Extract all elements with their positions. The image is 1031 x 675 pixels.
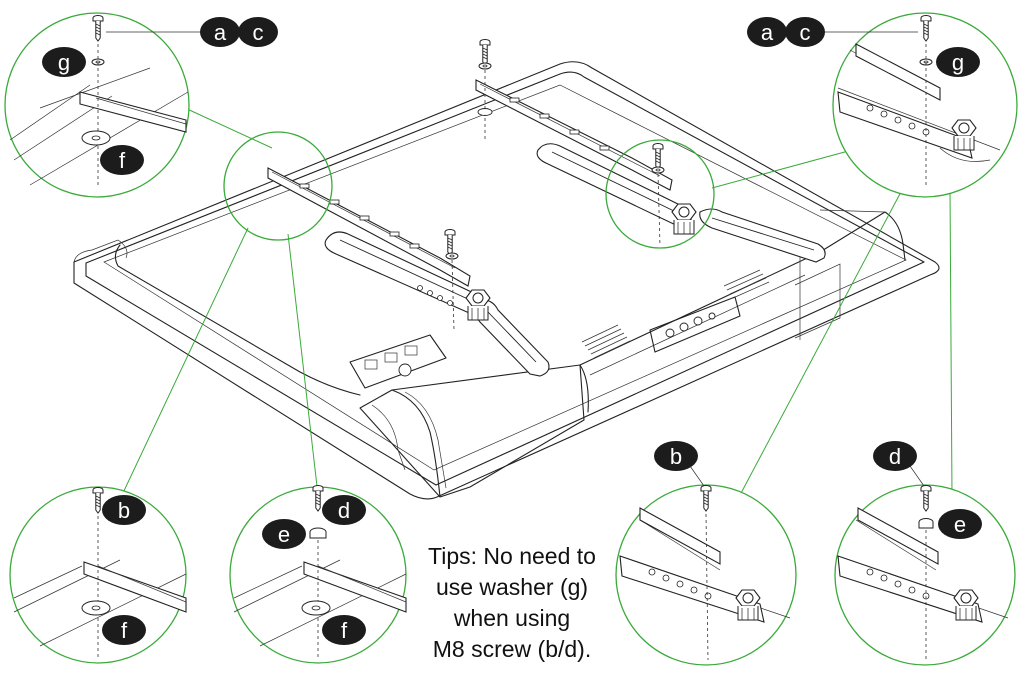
label-b-bottom-right: b bbox=[654, 441, 705, 487]
label-g-left: g bbox=[42, 47, 86, 77]
svg-text:a: a bbox=[214, 20, 227, 45]
label-e-bottom-right: e bbox=[938, 509, 982, 539]
main-view-screws bbox=[444, 39, 665, 331]
label-f-bottom-left: f bbox=[102, 615, 146, 645]
label-c-left: c bbox=[238, 17, 278, 47]
label-b-bottom-left: b bbox=[102, 495, 146, 525]
detail-bottom-right-2 bbox=[834, 484, 1016, 666]
svg-text:f: f bbox=[121, 618, 128, 643]
svg-text:b: b bbox=[118, 498, 130, 523]
label-d-bottom-left: d bbox=[322, 495, 366, 525]
svg-text:g: g bbox=[58, 50, 70, 75]
detail-bottom-left-1 bbox=[9, 486, 187, 664]
tips-line-3: when using bbox=[453, 605, 571, 631]
tips-line-2: use washer (g) bbox=[435, 574, 589, 600]
svg-text:e: e bbox=[954, 512, 966, 537]
label-a-left: a bbox=[200, 17, 240, 47]
leader-lines bbox=[121, 107, 953, 496]
tips-line-4: M8 screw (b/d). bbox=[432, 636, 592, 662]
label-c-right: c bbox=[785, 17, 825, 47]
svg-text:e: e bbox=[278, 522, 290, 547]
svg-text:f: f bbox=[341, 618, 348, 643]
label-g-right: g bbox=[936, 47, 980, 77]
svg-text:b: b bbox=[670, 444, 682, 469]
svg-text:c: c bbox=[800, 20, 811, 45]
right-vertical-bracket bbox=[475, 79, 673, 191]
label-d-bottom-right: d bbox=[873, 441, 925, 487]
callout-left-small bbox=[223, 131, 333, 241]
right-mount-arm bbox=[536, 143, 826, 263]
left-mount-arm bbox=[324, 231, 550, 377]
callout-right-small bbox=[605, 139, 715, 249]
label-e-bottom-left: e bbox=[262, 519, 306, 549]
label-a-right: a bbox=[747, 17, 787, 47]
detail-top-right bbox=[820, 12, 1018, 198]
label-f-bottom-left-2: f bbox=[322, 615, 366, 645]
detail-bottom-left-2 bbox=[229, 485, 407, 664]
svg-text:a: a bbox=[761, 20, 774, 45]
svg-text:d: d bbox=[338, 498, 350, 523]
svg-text:f: f bbox=[119, 148, 126, 173]
svg-text:d: d bbox=[889, 444, 901, 469]
tips-note: Tips: No need to use washer (g) when usi… bbox=[412, 541, 612, 665]
tips-line-1: Tips: No need to bbox=[428, 543, 596, 569]
svg-text:g: g bbox=[952, 50, 964, 75]
svg-text:c: c bbox=[253, 20, 264, 45]
label-f-left: f bbox=[100, 145, 144, 175]
detail-bottom-right-1 bbox=[615, 484, 797, 666]
tv-back-panel bbox=[73, 61, 940, 500]
